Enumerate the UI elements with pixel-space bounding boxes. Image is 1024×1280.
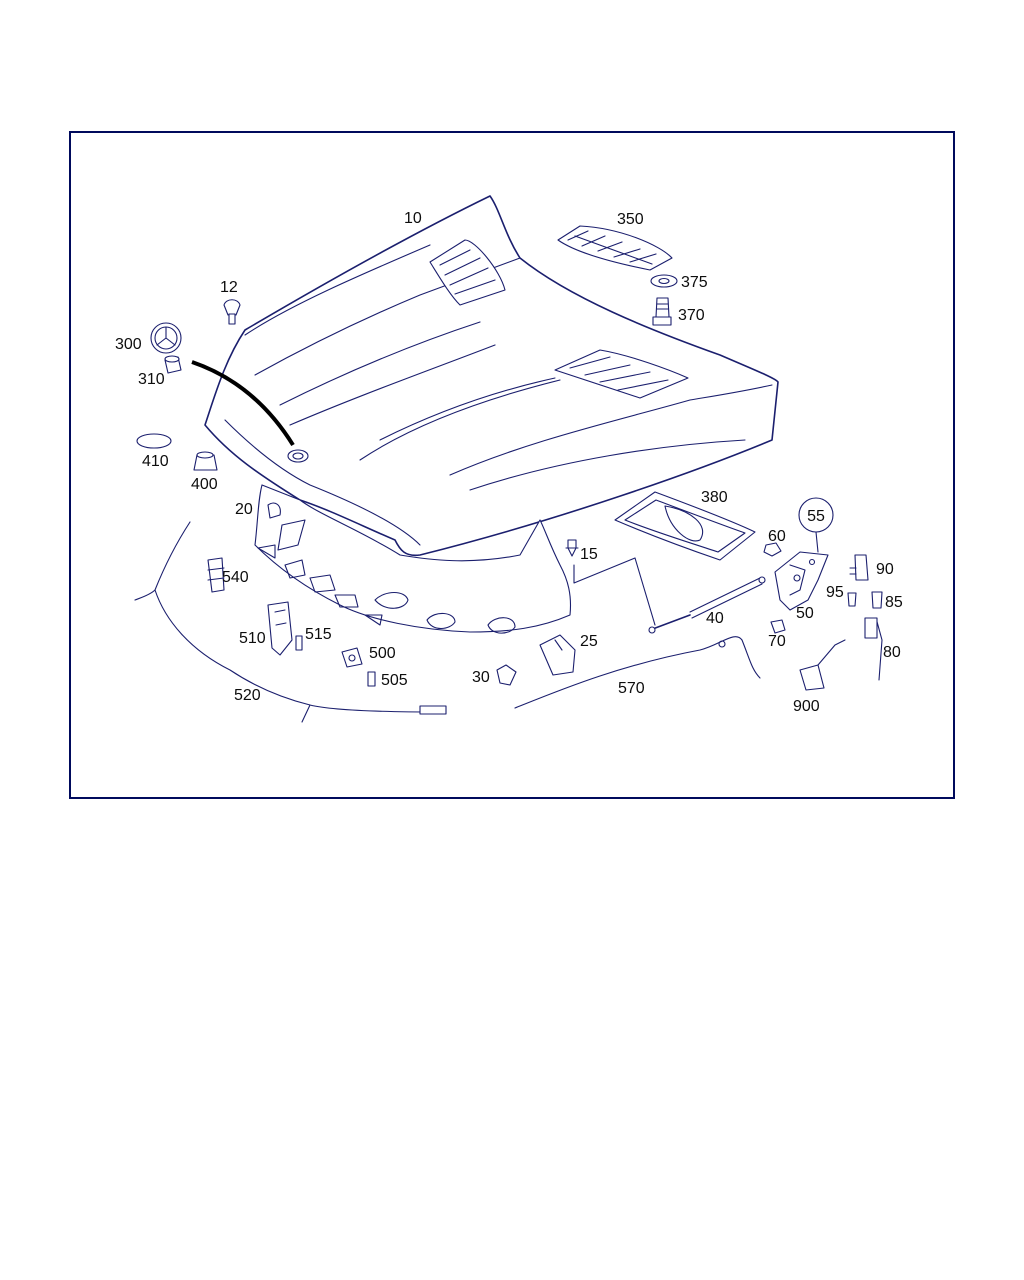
part-500-mount [341, 647, 363, 668]
label-40: 40 [706, 610, 724, 627]
part-510-bracket [267, 601, 293, 656]
label-25: 25 [580, 633, 598, 650]
label-20: 20 [235, 501, 253, 518]
part-60-nut [763, 542, 782, 557]
label-375: 375 [681, 274, 708, 291]
hood-insulation-liner [254, 484, 572, 634]
label-80: 80 [883, 644, 901, 661]
label-500: 500 [369, 645, 396, 662]
label-85: 85 [885, 594, 903, 611]
part-410-pad [136, 433, 172, 449]
label-400: 400 [191, 476, 218, 493]
part-400-buffer [193, 451, 218, 471]
part-50-hinge [774, 551, 829, 611]
part-310-grommet [164, 355, 182, 374]
part-515-screw [295, 635, 303, 651]
label-570: 570 [618, 680, 645, 697]
label-95: 95 [826, 584, 844, 601]
label-410: 410 [142, 453, 169, 470]
part-25-bracket-block [539, 634, 576, 676]
label-540: 540 [222, 569, 249, 586]
part-505-screw [367, 671, 376, 687]
part-380-trim-tray [614, 491, 756, 561]
part-375-washer [650, 274, 678, 288]
label-515: 515 [305, 626, 332, 643]
part-95-screw [847, 592, 857, 607]
part-40-gas-strut [648, 576, 766, 634]
label-50: 50 [796, 605, 814, 622]
label-60: 60 [768, 528, 786, 545]
label-505: 505 [381, 672, 408, 689]
part-540-plug [207, 557, 225, 593]
callout-55: 55 [798, 497, 834, 553]
leader-15-40 [573, 557, 656, 626]
part-370-bolt [652, 297, 672, 326]
label-90: 90 [876, 561, 894, 578]
label-350: 350 [617, 211, 644, 228]
label-10: 10 [404, 210, 422, 227]
label-380: 380 [701, 489, 728, 506]
part-520-connector [419, 705, 447, 715]
label-70: 70 [768, 633, 786, 650]
label-370: 370 [678, 307, 705, 324]
label-310: 310 [138, 371, 165, 388]
part-80-release-rod [864, 617, 883, 681]
label-520: 520 [234, 687, 261, 704]
part-90-latch [849, 554, 869, 581]
part-85-screw [871, 591, 883, 609]
part-570-cable [514, 636, 761, 709]
label-300: 300 [115, 336, 142, 353]
part-15-pin [565, 539, 579, 557]
hood-panel [204, 195, 779, 557]
part-70-nut [770, 619, 786, 634]
label-15: 15 [580, 546, 598, 563]
badge-pointer-arrow [191, 360, 295, 447]
part-520-harness [134, 521, 441, 723]
part-30-clip [496, 664, 517, 686]
part-12-rubber-stop [223, 299, 241, 325]
label-30: 30 [472, 669, 490, 686]
part-900-sensor [799, 639, 846, 691]
part-300-emblem [150, 322, 182, 354]
part-350-air-grille [557, 225, 673, 271]
label-900: 900 [793, 698, 820, 715]
label-12: 12 [220, 279, 238, 296]
callout-55-label: 55 [807, 508, 825, 525]
label-510: 510 [239, 630, 266, 647]
